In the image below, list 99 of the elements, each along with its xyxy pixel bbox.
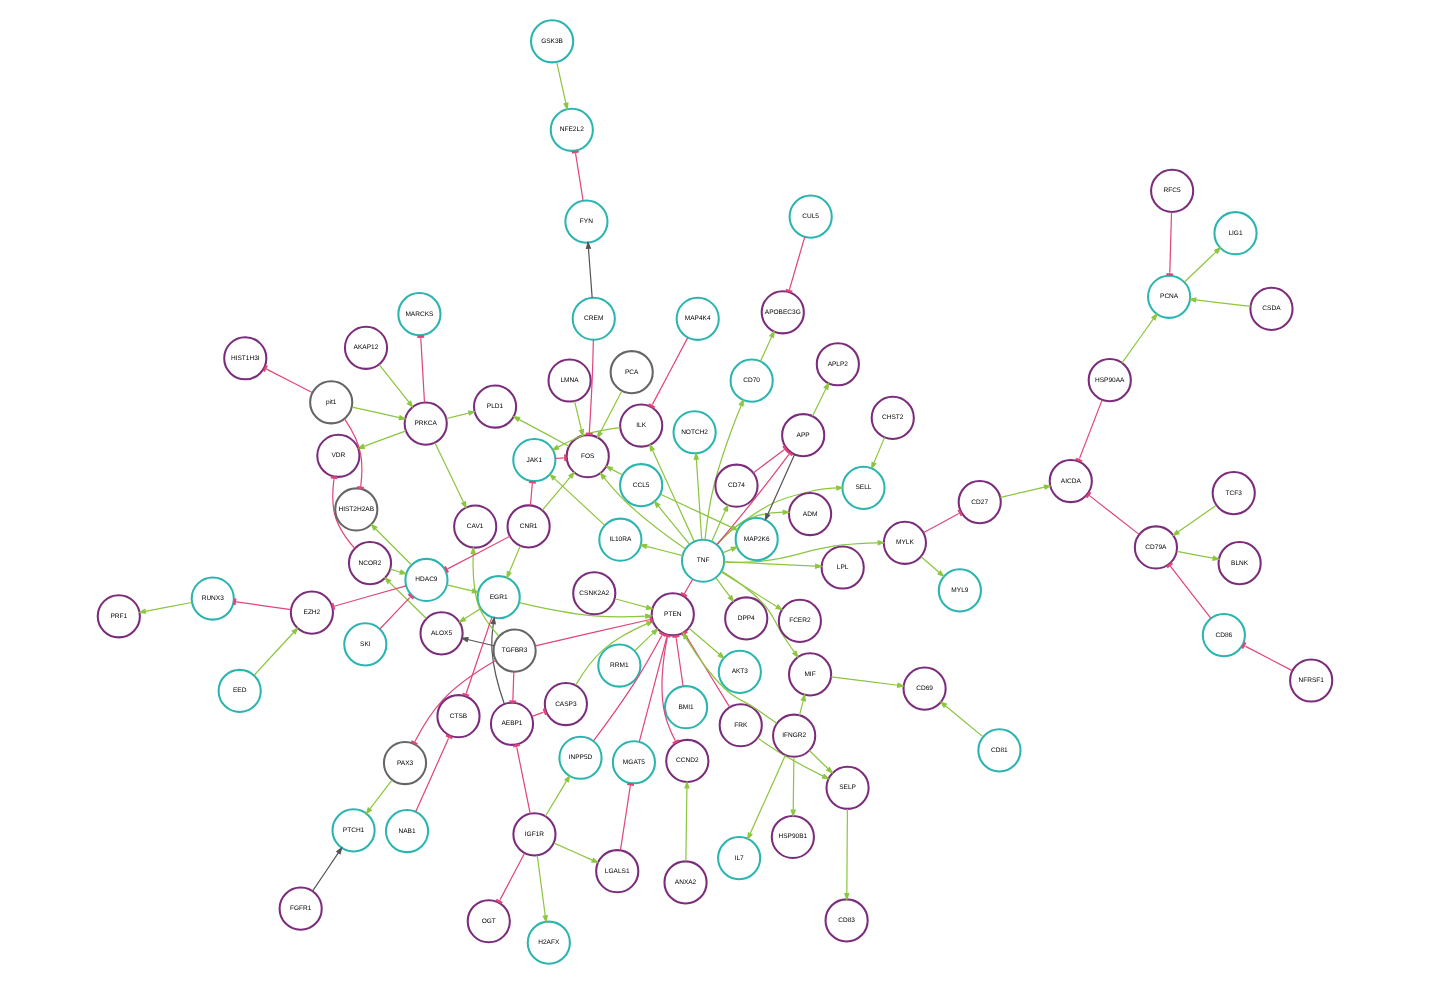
connector	[554, 454, 568, 462]
arrow	[920, 556, 945, 578]
connector	[331, 585, 407, 611]
connector	[785, 236, 806, 294]
connector	[528, 480, 536, 507]
arrow	[551, 426, 621, 451]
arrow	[653, 500, 691, 545]
arrow	[556, 61, 569, 111]
arrow	[383, 576, 427, 620]
arrow	[747, 754, 787, 841]
arrow	[365, 779, 393, 816]
connector	[648, 337, 689, 409]
arrow	[939, 700, 984, 738]
arrow	[460, 636, 495, 647]
connector	[262, 364, 313, 394]
connector	[343, 418, 365, 490]
connector	[571, 150, 584, 202]
arrow	[684, 780, 690, 862]
arrow	[312, 846, 343, 892]
arrow	[716, 485, 845, 546]
connector	[680, 578, 694, 598]
arrow	[790, 756, 797, 818]
arrow	[1188, 297, 1252, 308]
arrow	[757, 737, 830, 780]
connector	[462, 616, 493, 698]
arrow	[356, 430, 407, 450]
arrow	[490, 616, 505, 705]
arrow	[253, 626, 299, 676]
connector	[1241, 641, 1293, 672]
connector	[233, 598, 292, 611]
connector	[379, 593, 415, 630]
connector	[531, 708, 548, 718]
arrow	[553, 842, 600, 864]
arrow	[518, 601, 654, 620]
arrow	[470, 545, 500, 637]
arrow	[599, 471, 687, 550]
arrow	[1176, 550, 1221, 561]
arrow	[548, 473, 606, 526]
connector	[1166, 562, 1212, 619]
arrow	[506, 545, 521, 580]
arrow	[711, 503, 729, 543]
connector	[509, 671, 517, 704]
arrow	[722, 546, 739, 554]
arrow	[446, 584, 480, 594]
arrow	[693, 451, 703, 541]
arrow	[688, 627, 726, 660]
arrow	[1121, 312, 1158, 364]
arrow	[1183, 246, 1222, 283]
arrow	[759, 329, 775, 362]
arrow	[370, 523, 413, 566]
arrow	[585, 240, 593, 299]
arrow	[445, 410, 477, 420]
arrow	[764, 453, 796, 522]
connector	[495, 852, 526, 905]
arrow	[723, 539, 886, 564]
arrow	[389, 568, 408, 575]
arrow	[614, 598, 655, 610]
arrow	[541, 471, 576, 511]
arrow	[715, 577, 735, 603]
arrow	[351, 406, 407, 421]
connector	[410, 659, 497, 746]
connector	[585, 339, 594, 436]
arrow	[704, 398, 745, 541]
arrow	[808, 749, 834, 775]
arrow	[512, 415, 570, 447]
arrow	[720, 570, 799, 659]
arrow	[649, 443, 695, 542]
arrow	[378, 364, 414, 409]
arrow	[999, 484, 1052, 498]
connector	[443, 535, 511, 574]
arrow	[1171, 504, 1217, 537]
arrow	[811, 381, 830, 417]
arrow	[716, 509, 791, 545]
arrow	[720, 571, 784, 611]
arrow	[723, 561, 824, 569]
arrow	[830, 676, 906, 688]
arrow	[844, 808, 850, 902]
arrow	[137, 601, 193, 614]
arrow	[659, 493, 739, 531]
arrow	[604, 465, 624, 476]
connector	[716, 450, 794, 546]
arrow	[458, 608, 482, 623]
connector	[415, 734, 453, 813]
arrow	[536, 854, 548, 924]
connector	[1166, 211, 1174, 277]
connector	[512, 743, 531, 815]
arrow	[434, 442, 467, 510]
arrow	[573, 400, 585, 438]
arrow	[871, 436, 886, 470]
connector	[672, 634, 684, 687]
connector	[923, 509, 963, 534]
arrow	[798, 693, 806, 716]
arrow	[634, 627, 659, 652]
connector	[1075, 399, 1103, 463]
arrow	[639, 543, 684, 557]
connector	[619, 782, 635, 851]
arrow	[544, 774, 571, 817]
connector	[1085, 491, 1140, 535]
arrow	[596, 390, 623, 440]
